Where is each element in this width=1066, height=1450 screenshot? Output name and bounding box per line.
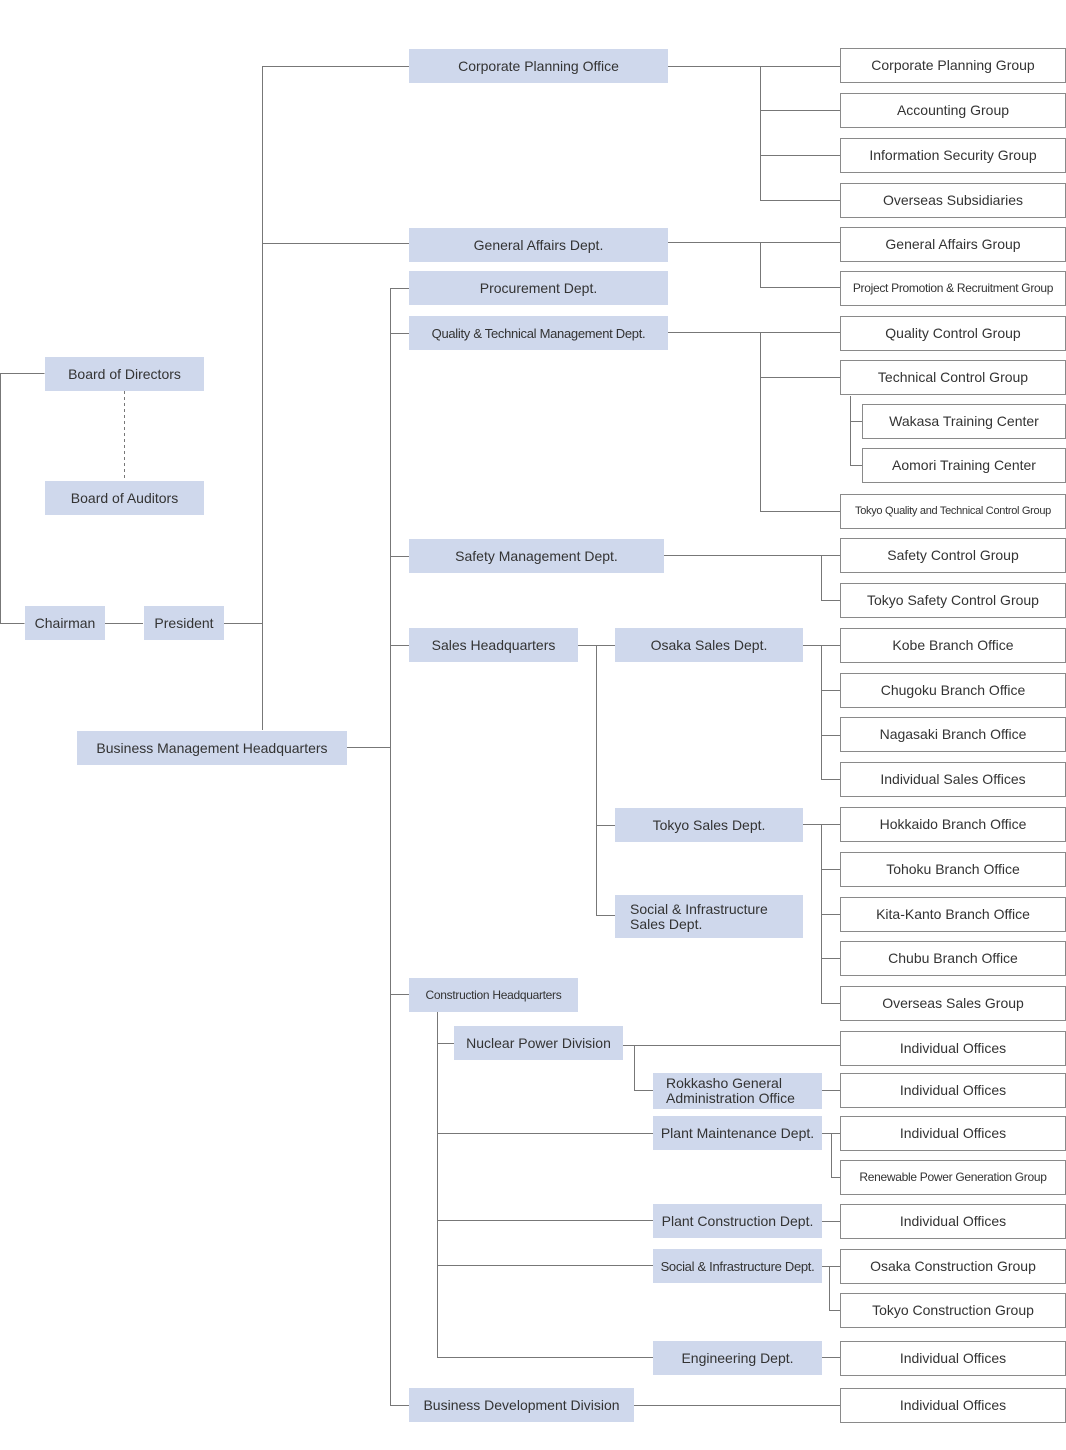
wakasa-training-center: Wakasa Training Center: [862, 404, 1066, 439]
tohoku-branch-office: Tohoku Branch Office: [840, 852, 1066, 887]
tokyo-safety-control-group: Tokyo Safety Control Group: [840, 583, 1066, 618]
hokkaido-branch-office: Hokkaido Branch Office: [840, 807, 1066, 842]
general-affairs-dept: General Affairs Dept.: [409, 228, 668, 262]
board-of-directors: Board of Directors: [45, 357, 204, 391]
construction-headquarters: Construction Headquarters: [409, 978, 578, 1012]
project-promotion-recruitment-group: Project Promotion & Recruitment Group: [840, 271, 1066, 306]
information-security-group: Information Security Group: [840, 138, 1066, 173]
rokkasho-general-administration-office: Rokkasho General Administration Office: [653, 1073, 822, 1109]
overseas-sales-group: Overseas Sales Group: [840, 986, 1066, 1021]
chubu-branch-office: Chubu Branch Office: [840, 941, 1066, 976]
nuclear-power-division: Nuclear Power Division: [454, 1026, 623, 1060]
individual-offices-engineering: Individual Offices: [840, 1341, 1066, 1376]
plant-maintenance-dept: Plant Maintenance Dept.: [653, 1116, 822, 1150]
osaka-sales-dept: Osaka Sales Dept.: [615, 628, 803, 662]
safety-management-dept: Safety Management Dept.: [409, 539, 664, 573]
chugoku-branch-office: Chugoku Branch Office: [840, 673, 1066, 708]
safety-control-group: Safety Control Group: [840, 538, 1066, 573]
engineering-dept: Engineering Dept.: [653, 1341, 822, 1375]
renewable-power-generation-group: Renewable Power Generation Group: [840, 1160, 1066, 1195]
social-infrastructure-dept: Social & Infrastructure Dept.: [653, 1249, 822, 1283]
corporate-planning-group: Corporate Planning Group: [840, 48, 1066, 83]
individual-sales-offices: Individual Sales Offices: [840, 762, 1066, 797]
kita-kanto-branch-office: Kita-Kanto Branch Office: [840, 897, 1066, 932]
quality-technical-management-dept: Quality & Technical Management Dept.: [409, 316, 668, 350]
business-management-headquarters: Business Management Headquarters: [77, 731, 347, 765]
individual-offices-plant-construction: Individual Offices: [840, 1204, 1066, 1239]
corporate-planning-office: Corporate Planning Office: [409, 49, 668, 83]
chairman: Chairman: [25, 606, 105, 640]
overseas-subsidiaries: Overseas Subsidiaries: [840, 183, 1066, 218]
individual-offices-rokkasho: Individual Offices: [840, 1073, 1066, 1108]
plant-construction-dept: Plant Construction Dept.: [653, 1204, 822, 1238]
nagasaki-branch-office: Nagasaki Branch Office: [840, 717, 1066, 752]
social-infrastructure-sales-dept: Social & Infrastructure Sales Dept.: [615, 895, 803, 938]
aomori-training-center: Aomori Training Center: [862, 448, 1066, 483]
individual-offices-plant-maintenance: Individual Offices: [840, 1116, 1066, 1151]
technical-control-group: Technical Control Group: [840, 360, 1066, 395]
sales-headquarters: Sales Headquarters: [409, 628, 578, 662]
procurement-dept: Procurement Dept.: [409, 271, 668, 305]
osaka-construction-group: Osaka Construction Group: [840, 1249, 1066, 1284]
tokyo-quality-technical-control-group: Tokyo Quality and Technical Control Grou…: [840, 494, 1066, 529]
tokyo-sales-dept: Tokyo Sales Dept.: [615, 808, 803, 842]
general-affairs-group: General Affairs Group: [840, 227, 1066, 262]
business-development-division: Business Development Division: [409, 1388, 634, 1422]
kobe-branch-office: Kobe Branch Office: [840, 628, 1066, 663]
individual-offices-nuclear: Individual Offices: [840, 1031, 1066, 1066]
tokyo-construction-group: Tokyo Construction Group: [840, 1293, 1066, 1328]
board-of-auditors: Board of Auditors: [45, 481, 204, 515]
accounting-group: Accounting Group: [840, 93, 1066, 128]
president: President: [144, 606, 224, 640]
quality-control-group: Quality Control Group: [840, 316, 1066, 351]
individual-offices-business-development: Individual Offices: [840, 1388, 1066, 1423]
